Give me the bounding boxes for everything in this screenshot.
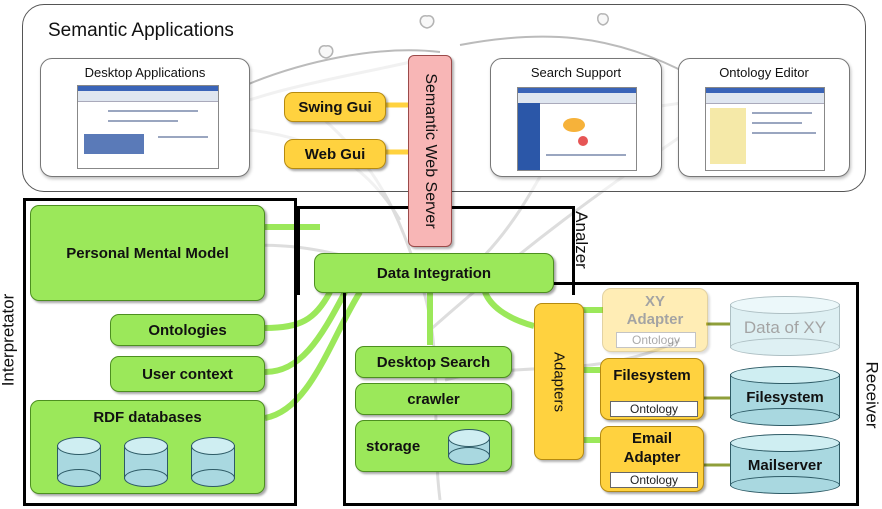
xy-ontology-tag: Ontology	[616, 332, 696, 348]
ontology-editor-card: Ontology Editor	[678, 58, 850, 177]
rdf-databases: RDF databases	[30, 400, 265, 494]
ontology-editor-screenshot	[705, 87, 825, 171]
personal-mental-model: Personal Mental Model	[30, 205, 265, 301]
data-integration: Data Integration	[314, 253, 554, 293]
xy-adapter-label: XY Adapter	[626, 293, 684, 328]
analyzer-label: Analzer	[571, 211, 591, 269]
desktop-applications-card: Desktop Applications	[40, 58, 250, 177]
xy-data-source-label: Data of XY	[743, 318, 827, 337]
mailserver-data-source: Mailserver	[730, 434, 840, 494]
ontologies: Ontologies	[110, 314, 265, 346]
search-support-card: Search Support	[490, 58, 662, 177]
web-gui: Web Gui	[284, 139, 386, 169]
xy-adapter: XY Adapter	[602, 288, 708, 352]
mailserver-data-source-label: Mailserver	[747, 457, 823, 475]
email-adapter-label: Email Adapter	[623, 430, 681, 466]
filesystem-data-source-label: Filesystem	[746, 389, 824, 407]
storage-box: storage	[355, 420, 512, 472]
rdf-db-cylinder	[57, 437, 101, 487]
swing-gui: Swing Gui	[284, 92, 386, 122]
semantic-web-server-label: Semantic Web Server	[422, 73, 439, 229]
adapters-label: Adapters	[550, 351, 568, 412]
rdf-db-cylinder	[124, 437, 168, 487]
interpreter-frame	[23, 198, 297, 506]
desktop-applications-screenshot	[77, 85, 219, 169]
receiver-frame	[343, 282, 859, 506]
filesystem-data-source: Filesystem	[730, 366, 840, 426]
interpreter-label: Interpretator	[0, 293, 18, 387]
storage-cylinder	[448, 429, 490, 465]
xy-data-source: Data of XY	[730, 296, 840, 356]
filesystem-ontology-tag: Ontology	[610, 401, 698, 417]
receiver-label: Receiver	[862, 361, 882, 429]
desktop-applications-title: Desktop Applications	[84, 65, 206, 80]
search-support-title: Search Support	[530, 65, 622, 80]
ontology-editor-title: Ontology Editor	[719, 65, 809, 80]
adapters: Adapters	[534, 303, 584, 460]
rdf-db-cylinder	[191, 437, 235, 487]
storage-label: storage	[366, 437, 421, 455]
search-support-screenshot	[517, 87, 637, 171]
email-ontology-tag: Ontology	[610, 472, 698, 488]
crawler: crawler	[355, 383, 512, 415]
filesystem-adapter-label: Filesystem	[613, 367, 691, 384]
semantic-web-server: Semantic Web Server	[408, 55, 452, 247]
desktop-search: Desktop Search	[355, 346, 512, 378]
user-context: User context	[110, 356, 265, 392]
semantic-applications-title: Semantic Applications	[48, 20, 234, 41]
rdf-databases-label: RDF databases	[93, 409, 202, 426]
